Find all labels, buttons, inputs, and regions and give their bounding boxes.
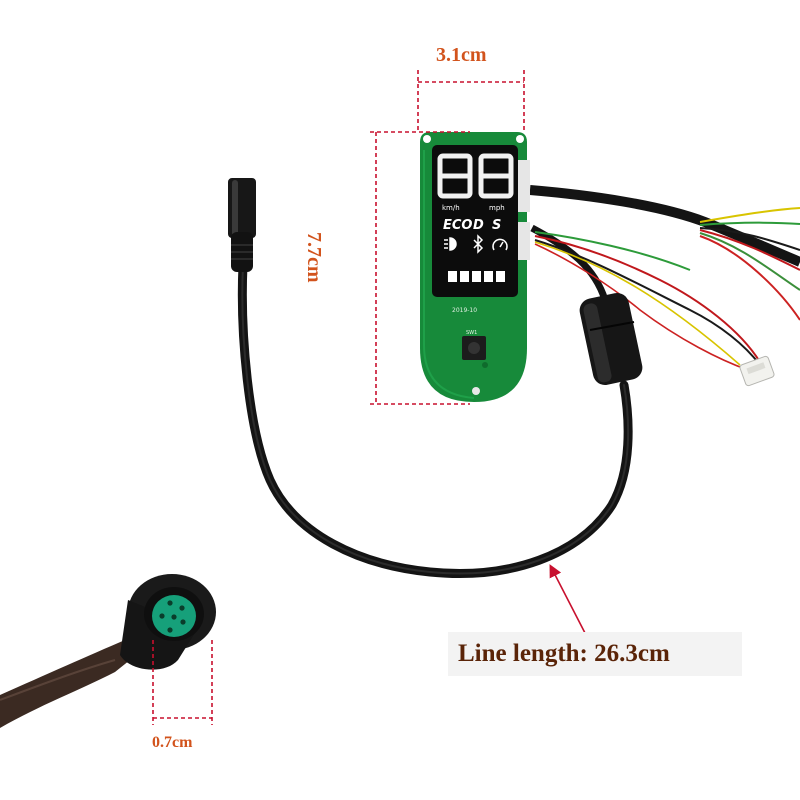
battery-bar bbox=[460, 271, 469, 282]
mode-s-label: S bbox=[492, 218, 502, 233]
battery-bar bbox=[496, 271, 505, 282]
battery-bar bbox=[448, 271, 457, 282]
battery-bar bbox=[484, 271, 493, 282]
bluetooth-icon bbox=[473, 234, 484, 254]
speed-digits bbox=[437, 153, 514, 199]
headlight-icon bbox=[444, 237, 457, 251]
board-switch-label: SW1 bbox=[466, 330, 478, 336]
battery-bars bbox=[448, 271, 505, 282]
diameter-dimension-label: 0.7cm bbox=[152, 734, 193, 751]
mode-eco-label: ECO bbox=[443, 218, 473, 233]
jst-connector bbox=[739, 355, 775, 387]
power-button bbox=[462, 336, 486, 360]
lcd-display bbox=[432, 145, 518, 297]
ferrite-bead bbox=[579, 292, 643, 386]
line-length-callout: Line length: 26.3cm bbox=[448, 632, 742, 676]
top-connector bbox=[228, 178, 256, 272]
speedometer-icon bbox=[492, 238, 508, 251]
unit-mph-label: mph bbox=[489, 204, 505, 212]
main-cable bbox=[237, 260, 633, 578]
diameter-dimension bbox=[152, 640, 213, 725]
battery-bar bbox=[472, 271, 481, 282]
width-dimension-label: 3.1cm bbox=[436, 44, 487, 66]
board-date-code: 2019-10 bbox=[452, 307, 478, 314]
height-dimension bbox=[370, 131, 470, 405]
board-cable bbox=[529, 185, 800, 302]
unit-kmh-label: km/h bbox=[442, 204, 460, 212]
length-arrow bbox=[549, 564, 586, 634]
line-length-text: Line length: 26.3cm bbox=[458, 640, 670, 667]
mode-d-label: D bbox=[473, 218, 484, 233]
wire-bundle bbox=[534, 207, 800, 371]
connector-closeup bbox=[0, 574, 216, 728]
width-dimension bbox=[417, 70, 525, 130]
height-dimension-label: 7.7cm bbox=[303, 232, 325, 283]
